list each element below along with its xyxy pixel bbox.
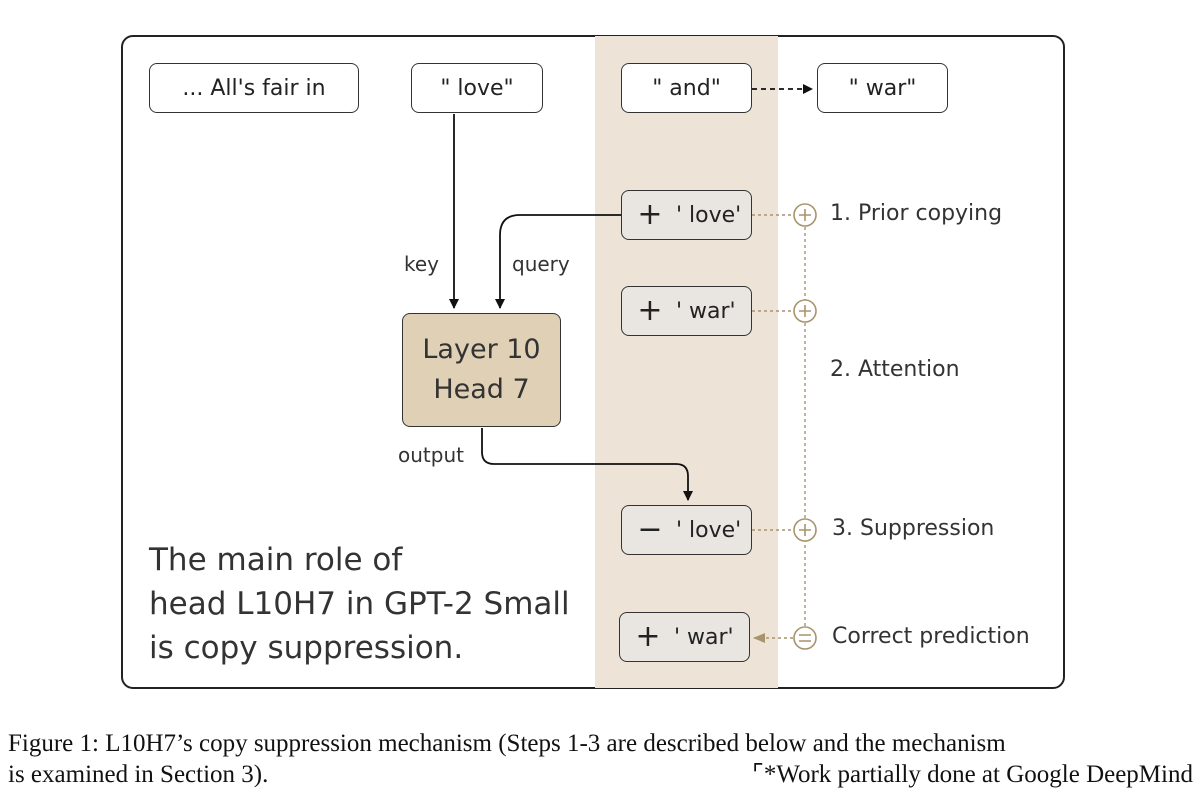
token-context: ... All's fair in <box>149 63 359 113</box>
step-correct-prediction: Correct prediction <box>832 624 1030 649</box>
logit-token: ' war' <box>676 298 736 324</box>
token-and: " and" <box>621 63 752 113</box>
output-arrow <box>481 428 693 501</box>
footnote: ⌜*Work partially done at Google DeepMind <box>752 761 1193 788</box>
equals-circle-icon <box>793 626 817 650</box>
logit-token: ' love' <box>676 517 742 543</box>
logit-box-predicted-war: + ' war' <box>619 612 750 662</box>
token-love: " love" <box>411 63 543 113</box>
step-prior-copying: 1. Prior copying <box>830 201 1003 226</box>
main-role-line: is copy suppression. <box>149 630 464 666</box>
logit-box-prior-war: + ' war' <box>621 286 752 336</box>
main-role-line: head L10H7 in GPT-2 Small <box>149 586 570 622</box>
key-label: key <box>404 252 440 276</box>
minus-sign: − <box>637 512 663 547</box>
step-attention: 2. Attention <box>830 357 960 382</box>
main-role-line: The main role of <box>149 542 403 578</box>
main-role-text: The main role of head L10H7 in GPT-2 Sma… <box>149 538 570 670</box>
plus-circle-icon <box>793 203 817 227</box>
logit-token: ' war' <box>674 624 734 650</box>
query-label: query <box>512 252 570 276</box>
figure-frame <box>121 35 1065 689</box>
plus-sign: + <box>635 619 661 654</box>
residual-stream-band <box>595 36 778 688</box>
plus-sign: + <box>637 197 663 232</box>
figure-caption: Figure 1: L10H7’s copy suppression mecha… <box>8 728 1193 790</box>
logit-box-suppressed-love: − ' love' <box>621 505 752 555</box>
plus-circle-icon <box>793 299 817 323</box>
query-arrow <box>495 214 621 309</box>
logit-box-prior-love: + ' love' <box>621 190 752 240</box>
step-suppression: 3. Suppression <box>832 516 995 541</box>
head-layer-label: Layer 10 <box>422 334 541 365</box>
caption-line: is examined in Section 3). <box>8 761 269 788</box>
plus-circle-icon <box>793 518 817 542</box>
attention-head-box: Layer 10 Head 7 <box>402 313 561 427</box>
logit-token: ' love' <box>676 202 742 228</box>
head-index-label: Head 7 <box>433 374 530 405</box>
output-label: output <box>398 443 464 467</box>
plus-sign: + <box>637 293 663 328</box>
caption-line: Figure 1: L10H7’s copy suppression mecha… <box>8 730 1006 757</box>
token-war: " war" <box>817 63 948 113</box>
